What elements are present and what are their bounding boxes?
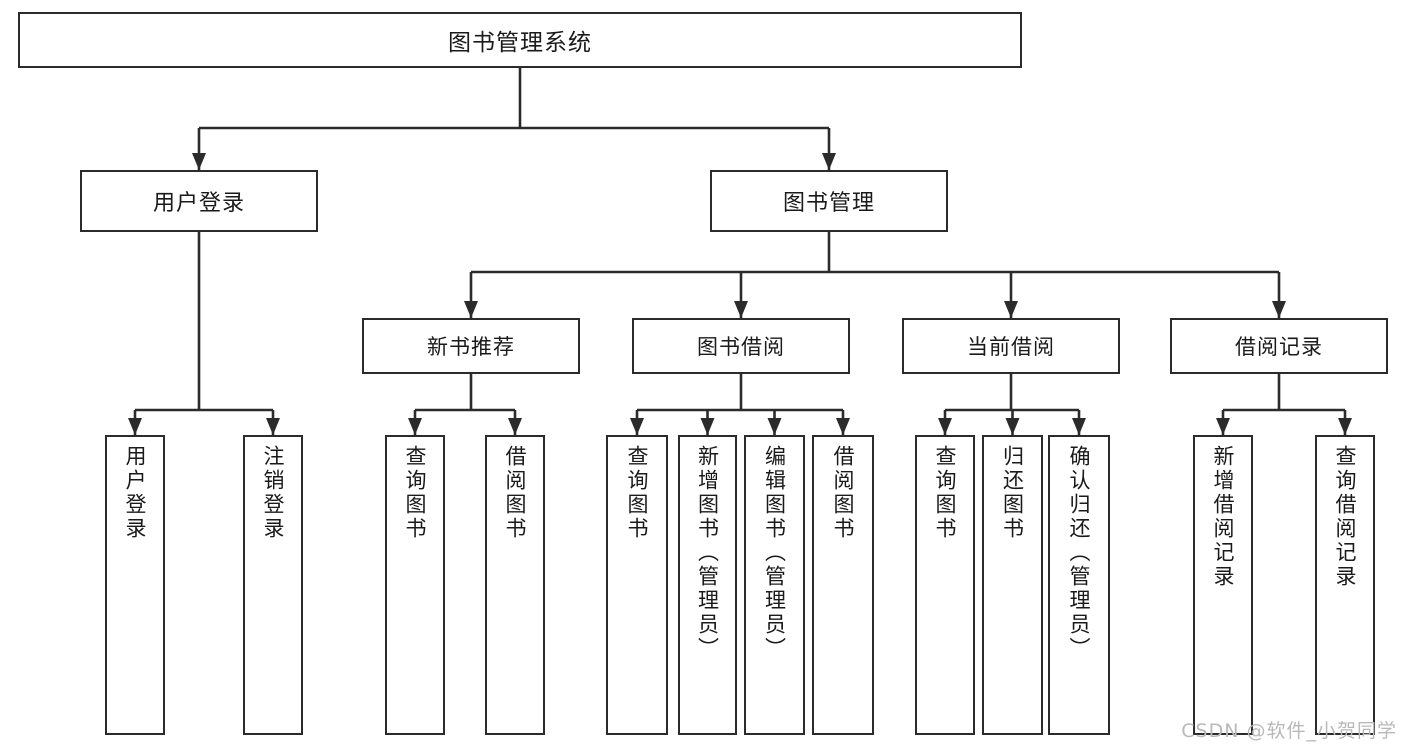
node-newbook[interactable]: 新书推荐 (362, 318, 580, 374)
node-label: 注销登录 (261, 445, 286, 541)
node-label: 图书管理系统 (448, 30, 592, 56)
node-label: 查询图书 (625, 445, 650, 541)
edge-arrowhead (938, 418, 952, 435)
node-label: 图书管理 (782, 191, 875, 216)
node-l_rec2[interactable]: 查询借阅记录 (1315, 435, 1375, 735)
node-bookmgmt[interactable]: 图书管理 (710, 170, 948, 232)
node-label: 借阅图书 (503, 445, 528, 541)
node-l_cur3[interactable]: 确认归还（管理员） (1048, 435, 1110, 735)
node-label: 新书推荐 (427, 335, 515, 359)
watermark-label: CSDN @软件_小贺同学 (1181, 720, 1397, 742)
node-login[interactable]: 用户登录 (80, 170, 318, 232)
edge-arrowhead (192, 153, 206, 170)
node-l_login1[interactable]: 用户登录 (105, 435, 165, 735)
node-l_bor1[interactable]: 查询图书 (606, 435, 668, 735)
edge-arrowhead (630, 418, 644, 435)
edge-arrowhead (836, 418, 850, 435)
edge-arrowhead (408, 418, 422, 435)
node-label: 当前借阅 (967, 335, 1055, 359)
node-l_bor3[interactable]: 编辑图书（管理员） (744, 435, 805, 735)
edge-arrowhead (1338, 418, 1352, 435)
node-label: 确认归还（管理员） (1067, 445, 1092, 661)
node-label: 借阅记录 (1235, 335, 1323, 359)
edge-arrowhead (128, 418, 142, 435)
node-current[interactable]: 当前借阅 (902, 318, 1120, 374)
node-l_cur1[interactable]: 查询图书 (915, 435, 975, 735)
node-l_bor2[interactable]: 新增图书（管理员） (678, 435, 737, 735)
edge-arrowhead (266, 418, 280, 435)
node-l_login2[interactable]: 注销登录 (243, 435, 303, 735)
node-label: 用户登录 (152, 191, 245, 216)
edge-arrowhead (822, 153, 836, 170)
node-l_bor4[interactable]: 借阅图书 (812, 435, 874, 735)
node-borrow[interactable]: 图书借阅 (632, 318, 850, 374)
edge-arrowhead (464, 301, 478, 318)
node-label: 归还图书 (1000, 445, 1025, 541)
node-label: 新增图书（管理员） (695, 445, 720, 661)
node-label: 图书借阅 (697, 335, 785, 359)
node-label: 查询图书 (933, 445, 958, 541)
node-l_new1[interactable]: 查询图书 (385, 435, 445, 735)
edge-arrowhead (767, 418, 782, 435)
node-l_new2[interactable]: 借阅图书 (485, 435, 545, 735)
node-label: 查询图书 (403, 445, 428, 541)
edge-arrowhead (1216, 418, 1230, 435)
edge-arrowhead (700, 418, 715, 435)
node-label: 查询借阅记录 (1333, 445, 1358, 589)
edge-arrowhead (1272, 301, 1286, 318)
node-l_cur2[interactable]: 归还图书 (982, 435, 1043, 735)
node-label: 新增借阅记录 (1211, 445, 1236, 589)
edge-arrowhead (508, 418, 522, 435)
edge-arrowhead (1004, 301, 1018, 318)
node-root[interactable]: 图书管理系统 (18, 12, 1022, 68)
node-l_rec1[interactable]: 新增借阅记录 (1193, 435, 1253, 735)
edge-arrowhead (1072, 418, 1086, 435)
node-records[interactable]: 借阅记录 (1170, 318, 1388, 374)
node-label: 用户登录 (123, 445, 148, 541)
node-label: 借阅图书 (831, 445, 856, 541)
edge-arrowhead (1005, 418, 1020, 435)
node-label: 编辑图书（管理员） (762, 445, 787, 661)
edge-arrowhead (734, 301, 748, 318)
